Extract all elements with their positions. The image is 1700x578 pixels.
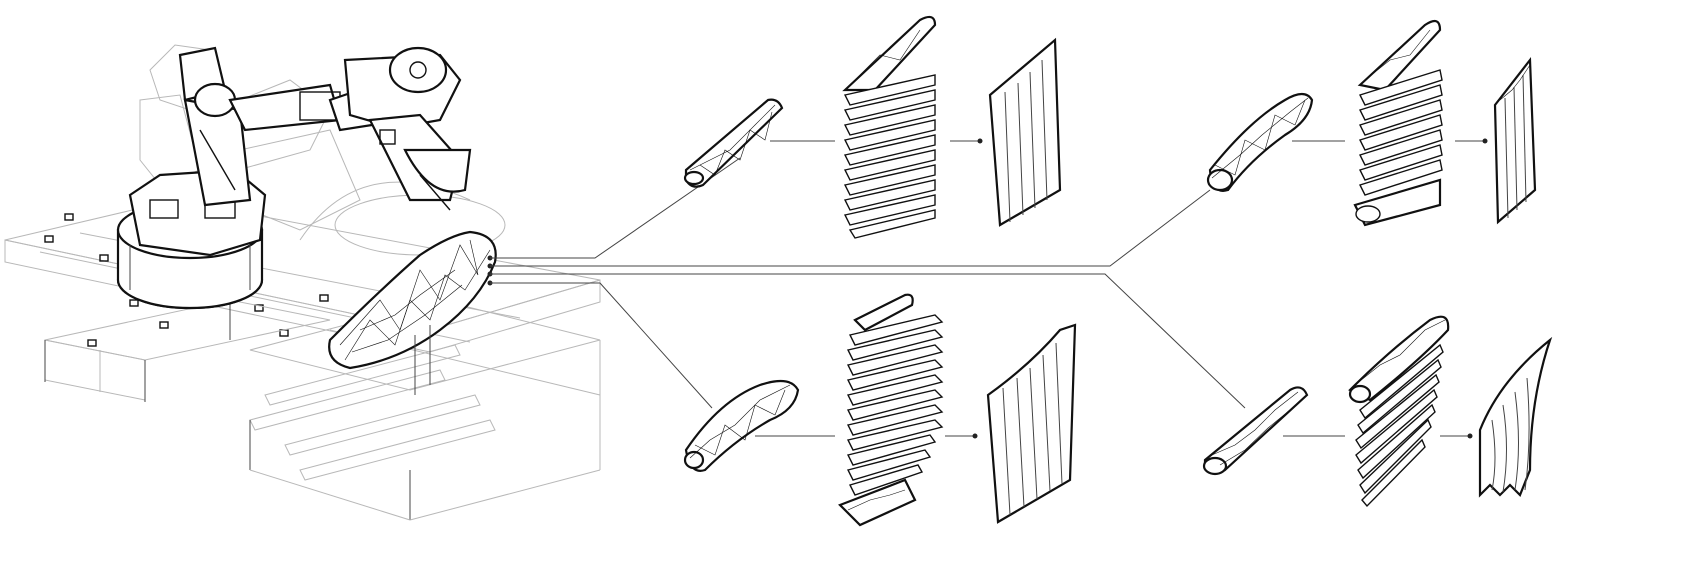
panel-4 bbox=[1478, 336, 1553, 498]
robot-cell bbox=[4, 44, 601, 521]
panel-1 bbox=[988, 37, 1062, 227]
arrow-2b-head bbox=[972, 433, 978, 439]
branch-2 bbox=[683, 293, 1077, 527]
branch-3 bbox=[1206, 19, 1537, 227]
curved-log-workpiece bbox=[328, 230, 497, 395]
slices-4 bbox=[1348, 315, 1450, 508]
edge-to-branch-1 bbox=[490, 157, 741, 259]
edge-to-branch-3 bbox=[490, 189, 1211, 267]
edge-to-branch-2 bbox=[490, 282, 713, 409]
branch-4 bbox=[1202, 315, 1553, 508]
edge-to-branch-4 bbox=[490, 273, 1246, 409]
log-3 bbox=[1206, 92, 1314, 192]
slices-3 bbox=[1353, 19, 1443, 227]
arrow-3b-head bbox=[1482, 138, 1488, 144]
branch-1 bbox=[683, 15, 1062, 239]
connector-lines bbox=[490, 157, 1246, 409]
arrow-4b-head bbox=[1467, 433, 1473, 439]
panel-2 bbox=[986, 323, 1077, 524]
gantry-frame bbox=[44, 299, 601, 521]
arrow-1b-head bbox=[977, 138, 983, 144]
slices-1 bbox=[842, 15, 937, 239]
log-4 bbox=[1202, 386, 1309, 476]
log-2 bbox=[683, 379, 800, 472]
panel-3 bbox=[1493, 56, 1537, 225]
slices-2 bbox=[838, 293, 944, 527]
log-1 bbox=[683, 98, 784, 188]
robot-arm bbox=[116, 46, 472, 310]
